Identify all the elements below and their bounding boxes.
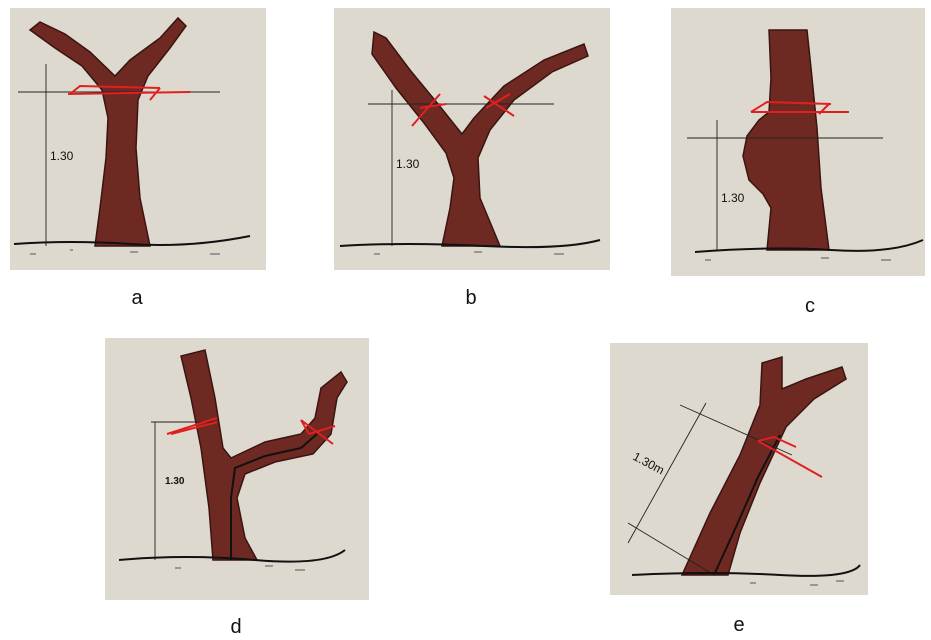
tree-trunk [30, 18, 186, 246]
height-label: 1.30m [631, 449, 667, 477]
caption-e: e [724, 614, 754, 637]
tree-trunk [181, 350, 347, 560]
ground-marks [30, 250, 220, 254]
panel-e-drawing: 1.30m [610, 343, 868, 595]
panel-b-drawing: 1.30 [334, 8, 610, 270]
ground-marks [750, 581, 844, 585]
height-label: 1.30 [50, 149, 74, 163]
height-label: 1.30 [396, 157, 420, 171]
panel-c: 1.30 [671, 8, 925, 276]
caption-a: a [122, 287, 152, 310]
tree-trunk [372, 32, 588, 246]
height-label: 1.30 [721, 191, 745, 205]
panel-c-drawing: 1.30 [671, 8, 925, 276]
caption-c: c [795, 295, 825, 318]
panel-a: 1.30 [10, 8, 266, 270]
ground-line [632, 565, 860, 576]
length-guide-lean [628, 403, 706, 543]
ground-marks [175, 566, 305, 570]
panel-d-drawing: 1.30 [105, 338, 369, 600]
panel-b: 1.30 [334, 8, 610, 270]
ground-marks [374, 252, 564, 254]
ground-marks [705, 258, 891, 260]
caption-d: d [221, 616, 251, 639]
panel-a-drawing: 1.30 [10, 8, 266, 270]
height-label: 1.30 [165, 476, 185, 487]
tree-trunk [743, 30, 829, 250]
panel-d: 1.30 [105, 338, 369, 600]
panel-e: 1.30m [610, 343, 868, 595]
caption-b: b [456, 287, 486, 310]
